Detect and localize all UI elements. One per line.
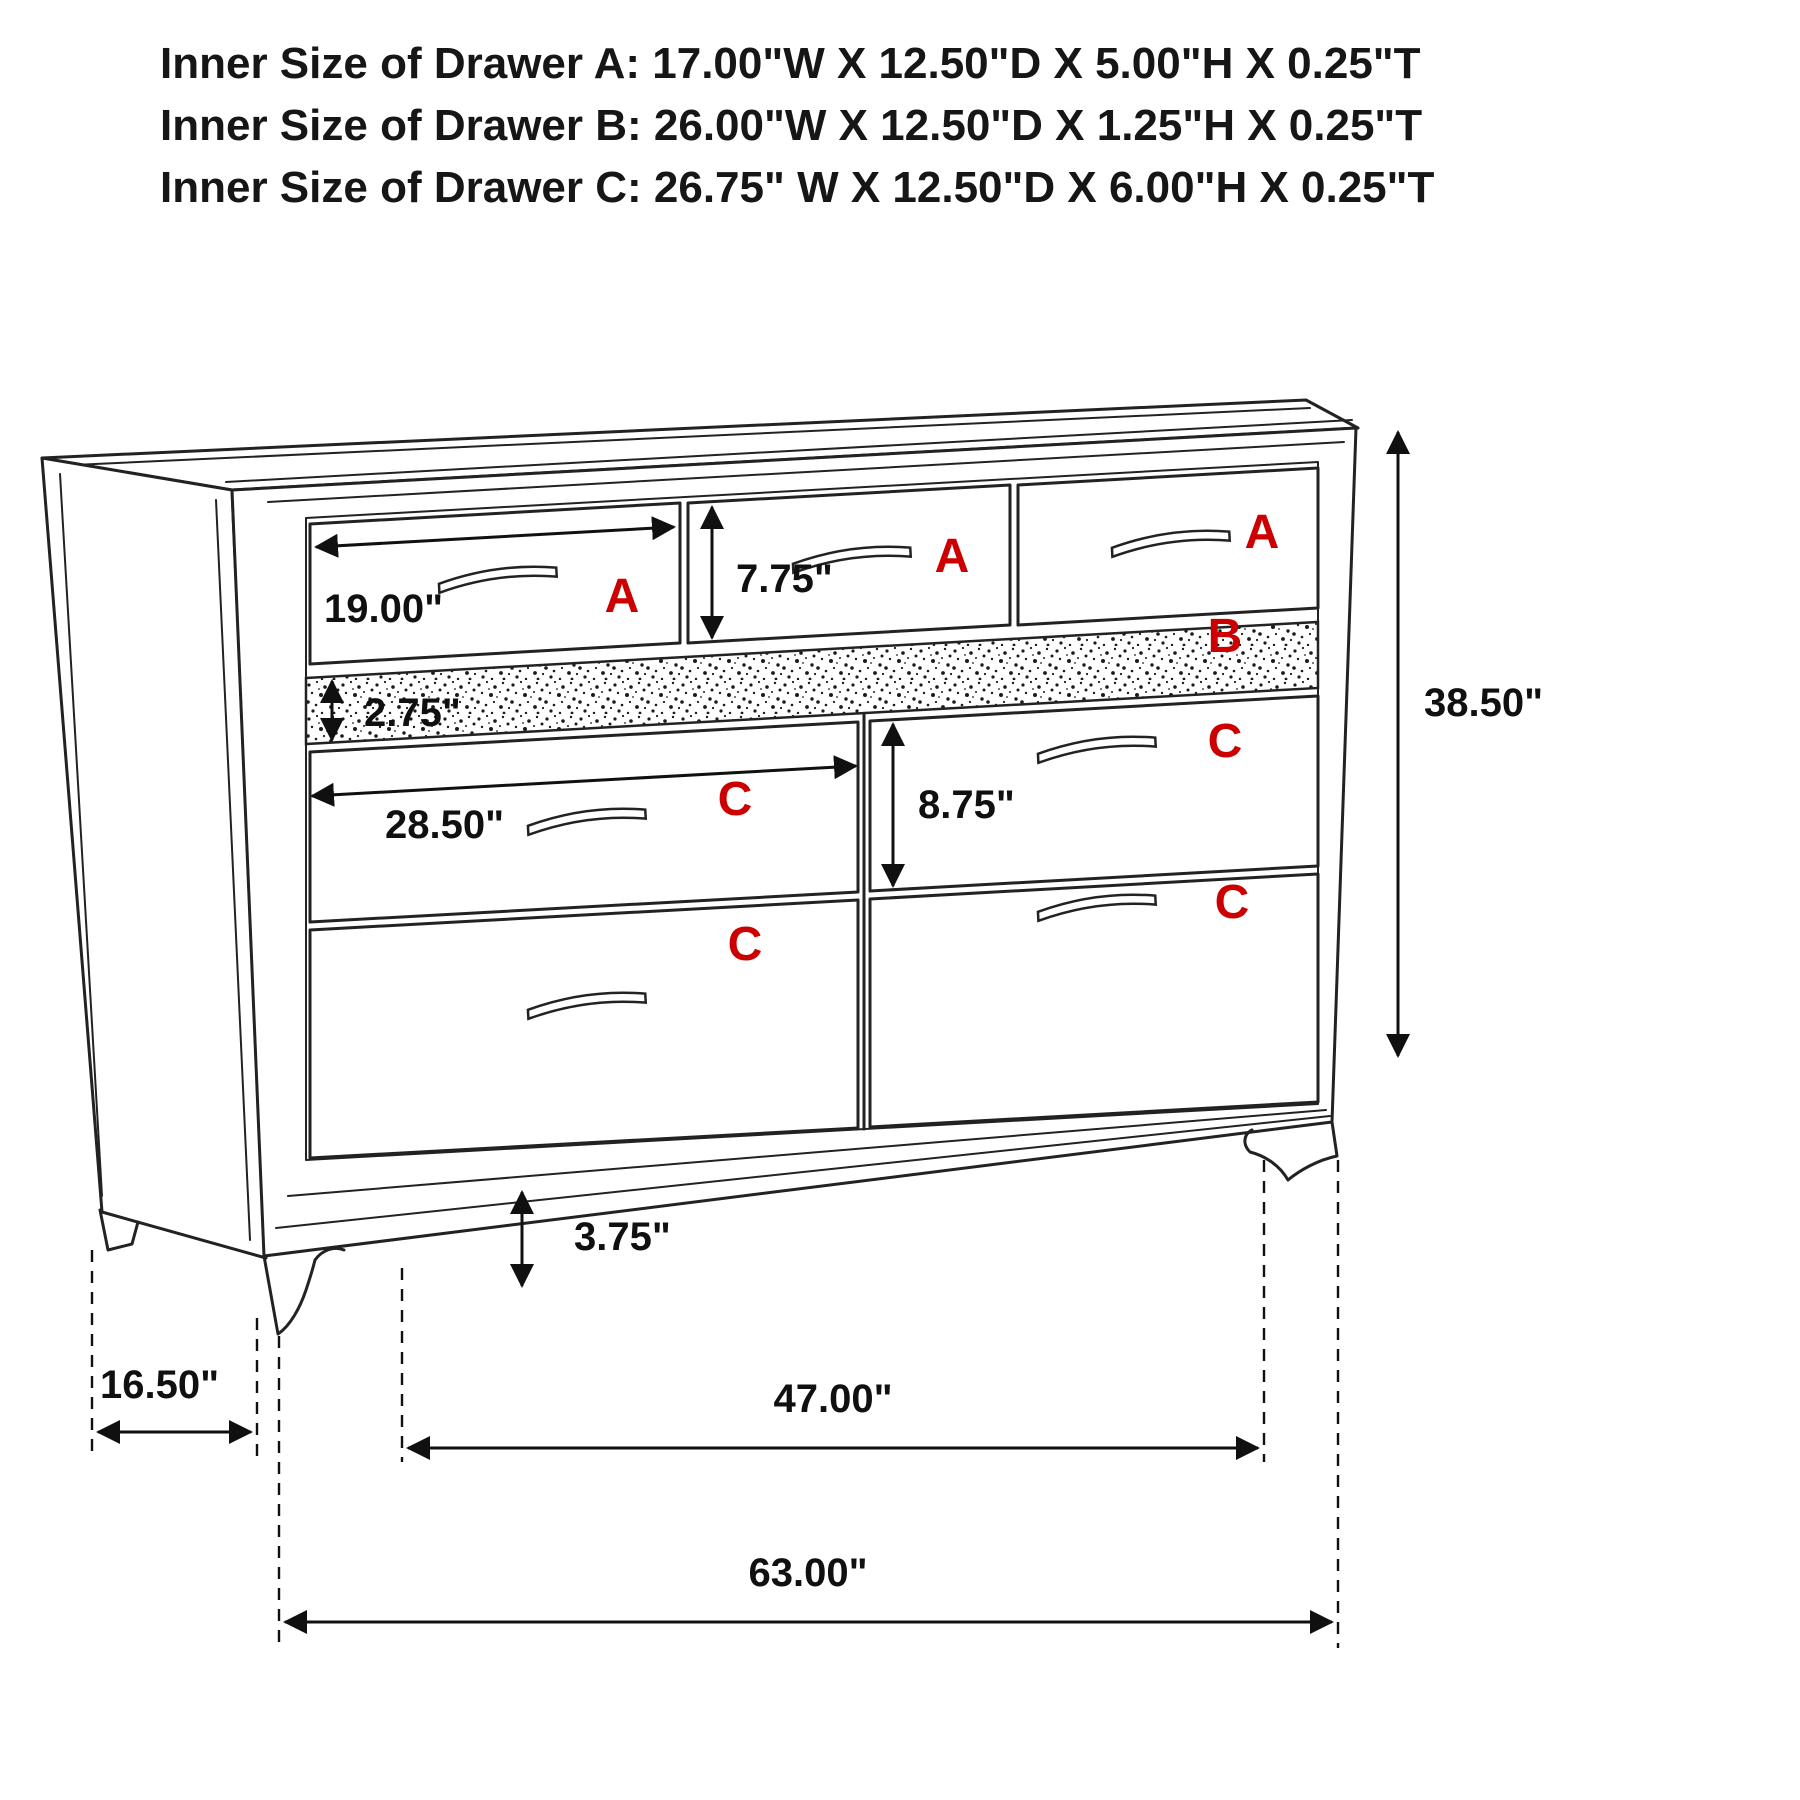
dim-drawer-a-height: 7.75" <box>736 557 833 601</box>
drawer-c-bottom-right <box>868 872 1320 1129</box>
left-side-foot <box>98 1208 140 1252</box>
header-line-2: Inner Size of Drawer B: 26.00"W X 12.50"… <box>160 101 1422 150</box>
header-line-1: Inner Size of Drawer A: 17.00"W X 12.50"… <box>160 39 1421 88</box>
dim-foot-height: 3.75" <box>574 1215 671 1259</box>
front-right-foot <box>1243 1120 1339 1182</box>
dim-feet-span: 47.00" <box>773 1377 892 1421</box>
label-drawer-b: B <box>1208 610 1243 663</box>
dim-strip-height: 2.75" <box>364 691 461 735</box>
drawer-c-mid-right <box>868 694 1320 893</box>
label-drawer-c-bottom-left: C <box>728 918 763 971</box>
dim-drawer-c-height: 8.75" <box>918 783 1015 827</box>
dim-overall-depth: 16.50" <box>100 1363 219 1407</box>
label-drawer-c-bottom-right: C <box>1215 876 1250 929</box>
dimension-annotations: 19.00" 7.75" 2.75" 28.50" 8.75" 38.50" 3… <box>90 430 1543 1648</box>
drawer-c-bottom-left <box>308 898 860 1160</box>
front-left-foot <box>262 1246 346 1336</box>
dim-overall-height: 38.50" <box>1424 681 1543 725</box>
label-drawer-a-left: A <box>605 570 640 623</box>
label-drawer-a-center: A <box>935 530 970 583</box>
header: Inner Size of Drawer A: 17.00"W X 12.50"… <box>160 39 1435 212</box>
header-line-3: Inner Size of Drawer C: 26.75" W X 12.50… <box>160 163 1435 212</box>
label-drawer-a-right: A <box>1245 506 1280 559</box>
drawer-b-strip <box>304 620 1320 746</box>
label-drawer-c-mid-right: C <box>1208 715 1243 768</box>
drawer-a-center <box>686 483 1012 645</box>
dim-drawer-a-width: 19.00" <box>324 587 443 631</box>
label-drawer-c-mid-left: C <box>718 773 753 826</box>
drawer-a-right <box>1016 466 1320 627</box>
dim-overall-width: 63.00" <box>748 1551 867 1595</box>
drawer-opening-frame <box>305 461 1319 1161</box>
dim-drawer-c-width: 28.50" <box>385 803 504 847</box>
dresser-left-side <box>40 456 268 1260</box>
